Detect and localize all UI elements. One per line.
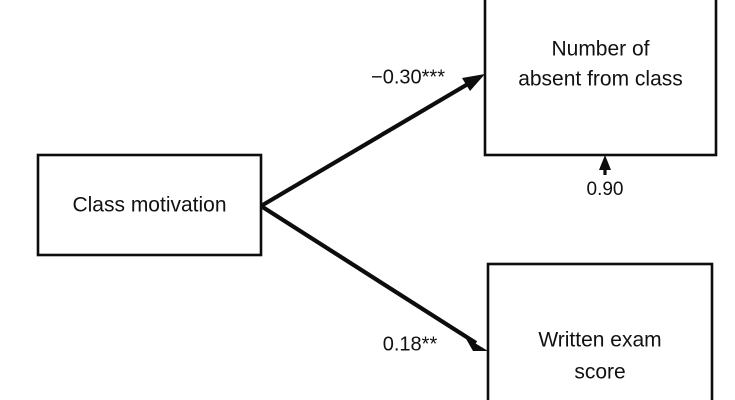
written-exam-score-label-line1: Written exam xyxy=(538,329,661,352)
arrowhead-motivation-to-absent xyxy=(462,74,485,91)
path-line-motivation-to-exam xyxy=(259,204,478,345)
path-arrow-motivation-to-absent[interactable] xyxy=(259,74,485,208)
class-motivation-label: Class motivation xyxy=(72,194,226,217)
residual-label-absent: 0.90 xyxy=(587,179,624,200)
node-class-motivation[interactable]: Class motivation xyxy=(36,153,263,257)
written-exam-score-box[interactable] xyxy=(486,262,714,400)
path-arrow-motivation-to-exam[interactable] xyxy=(259,204,488,351)
node-written-exam-score[interactable]: Written exam score xyxy=(486,262,714,400)
number-absent-box[interactable] xyxy=(483,0,718,157)
path-line-motivation-to-absent xyxy=(259,79,475,208)
class-motivation-box[interactable] xyxy=(36,153,263,257)
coefficient-label-motivation-to-exam: 0.18** xyxy=(383,333,438,355)
residual-arrow-absent[interactable] xyxy=(599,155,611,175)
number-absent-label-line2: absent from class xyxy=(518,68,683,91)
number-absent-label-line1: Number of xyxy=(551,38,649,61)
node-number-absent[interactable]: Number of absent from class xyxy=(483,0,718,157)
written-exam-score-label-line2: score xyxy=(574,361,625,384)
coefficient-label-motivation-to-absent: −0.30*** xyxy=(371,66,445,88)
arrowhead-residual-absent xyxy=(599,155,611,170)
arrowhead-motivation-to-exam xyxy=(465,337,488,351)
